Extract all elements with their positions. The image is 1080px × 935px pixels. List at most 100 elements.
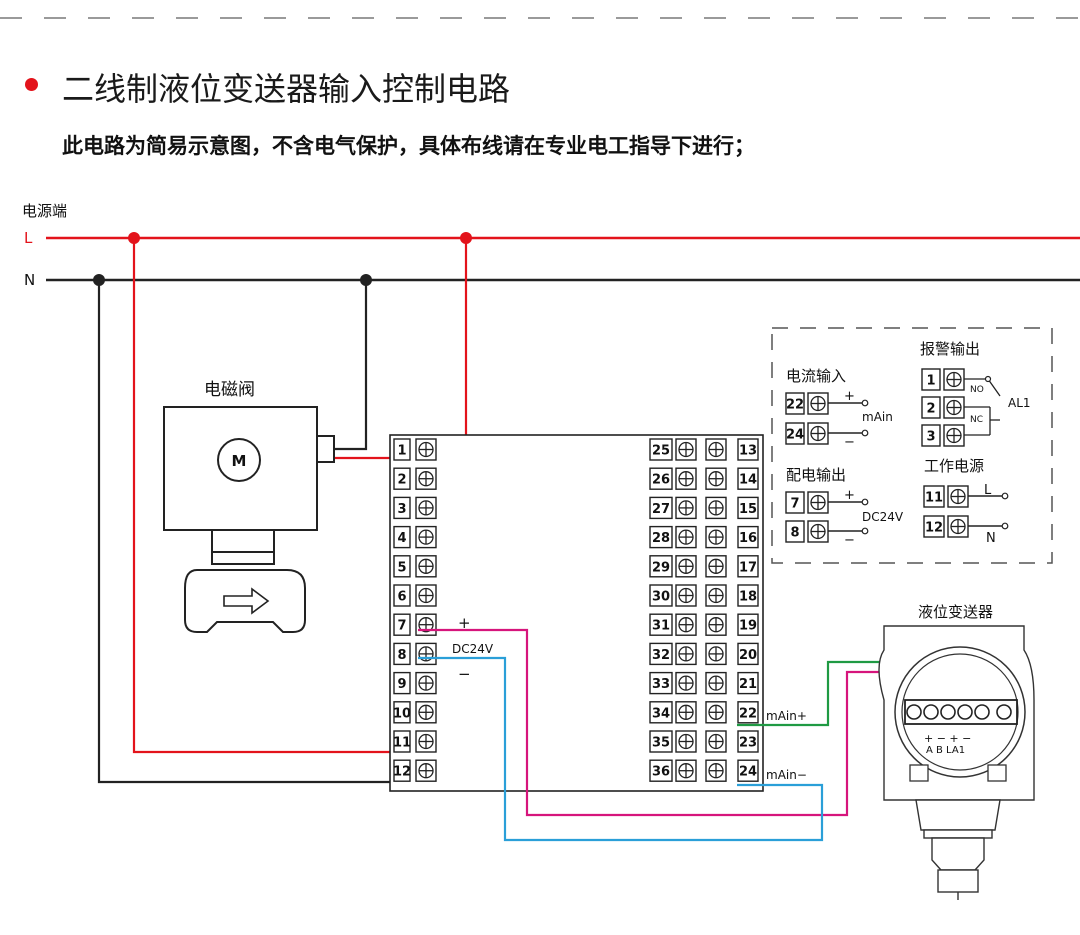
svg-text:6: 6 [397,590,406,605]
terminal-number: 11 [393,730,411,753]
terminal-number: 6 [393,584,411,607]
live-label: L [24,229,33,247]
screw-terminal-icon [415,671,437,695]
screw-terminal-icon [415,759,437,782]
svg-text:32: 32 [652,648,670,663]
motor-circle [217,438,261,482]
dc-minus-label: − [458,665,471,683]
screw-terminal-icon [415,642,437,666]
screw-terminal-icon [947,485,969,508]
screw-terminal-icon [807,491,829,514]
terminal-number: 14 [737,467,759,490]
svg-text:7: 7 [790,497,799,512]
legend-n-label: N [986,531,996,546]
legend-relay-label: AL1 [1008,396,1031,410]
transmitter-base [915,799,1001,831]
screw-terminal-icon [415,467,437,490]
neutral-wire-valve [334,280,368,451]
svg-text:17: 17 [739,560,757,575]
screw-terminal-icon [807,422,829,445]
legend-l-label: L [984,483,992,498]
terminal-legend: 电流输入2224+−mAin配电输出78+−DC24V报警输出123NONCAL… [785,340,1031,548]
legend-minus: − [844,533,855,548]
valve-neck [211,529,275,553]
power-label: 电源端 [22,202,67,220]
terminal-number: 1 [393,438,411,461]
dc-plus-label: + [458,614,471,632]
terminal-number: 25 [649,438,673,461]
terminal-number: 29 [649,555,673,578]
terminal-number: 30 [649,584,673,607]
svg-text:36: 36 [652,765,670,780]
screw-terminal-icon [675,467,697,490]
terminal-number: 4 [393,525,411,549]
screw-terminal-icon [705,438,727,461]
transmitter-gland [909,764,929,782]
transmitter-probe [937,869,979,893]
terminal-number: 36 [649,759,673,782]
screw-icon [974,704,990,720]
screw-terminal-icon [675,584,697,607]
svg-text:15: 15 [739,502,757,517]
svg-text:18: 18 [739,590,757,605]
screw-terminal-icon [415,584,437,607]
terminal-number: 16 [737,525,759,549]
transmitter-flange [923,829,993,839]
svg-text:33: 33 [652,677,670,692]
transmitter-polarity: + − + − [924,732,971,745]
screw-terminal-icon [705,467,727,490]
screw-terminal-icon [705,671,727,695]
svg-text:16: 16 [739,531,757,546]
terminal-number: 24 [785,422,805,445]
title-bullet [25,78,38,91]
svg-text:20: 20 [739,648,757,663]
transmitter-cover-ring [901,653,1019,771]
legend-box [771,327,1053,564]
terminal-number: 2 [393,467,411,490]
screw-icon [906,704,922,720]
terminal-number: 7 [393,613,411,636]
screw-terminal-icon [415,555,437,578]
screw-terminal-icon [943,396,965,419]
svg-text:34: 34 [652,706,670,721]
main-plus-label: mAin+ [766,709,807,723]
screw-terminal-icon [943,368,965,391]
screw-terminal-icon [705,701,727,724]
flow-arrow-icon [223,587,270,615]
terminal-number: 12 [923,515,945,538]
svg-text:31: 31 [652,619,670,634]
svg-text:26: 26 [652,473,670,488]
power-dist-label: 配电输出 [786,466,846,484]
svg-text:2: 2 [926,402,935,417]
screw-terminal-icon [415,613,437,636]
legend-plus: + [844,488,855,503]
svg-text:24: 24 [739,765,757,780]
svg-text:7: 7 [397,619,406,634]
screw-icon [940,704,956,720]
screw-terminal-icon [675,642,697,666]
valve-connector [316,435,335,463]
screw-terminal-icon [675,525,697,549]
controller-box [389,434,764,792]
svg-text:1: 1 [926,374,935,389]
svg-text:3: 3 [397,502,406,517]
terminal-number: 35 [649,730,673,753]
svg-text:3: 3 [926,430,935,445]
svg-text:11: 11 [393,736,411,751]
terminal-number: 15 [737,496,759,520]
screw-terminal-icon [705,613,727,636]
current-input-label: 电流输入 [786,367,846,385]
terminal-number: 1 [921,368,941,391]
screw-terminal-icon [675,730,697,753]
svg-text:19: 19 [739,619,757,634]
svg-text:24: 24 [786,428,804,443]
terminal-number: 22 [785,392,805,415]
svg-text:28: 28 [652,531,670,546]
terminal-number: 21 [737,671,759,695]
terminal-number: 23 [737,730,759,753]
live-wire-11 [132,238,418,754]
legend-voltage-label: DC24V [862,510,904,524]
valve-label: 电磁阀 [204,380,255,400]
terminal-number: 19 [737,613,759,636]
